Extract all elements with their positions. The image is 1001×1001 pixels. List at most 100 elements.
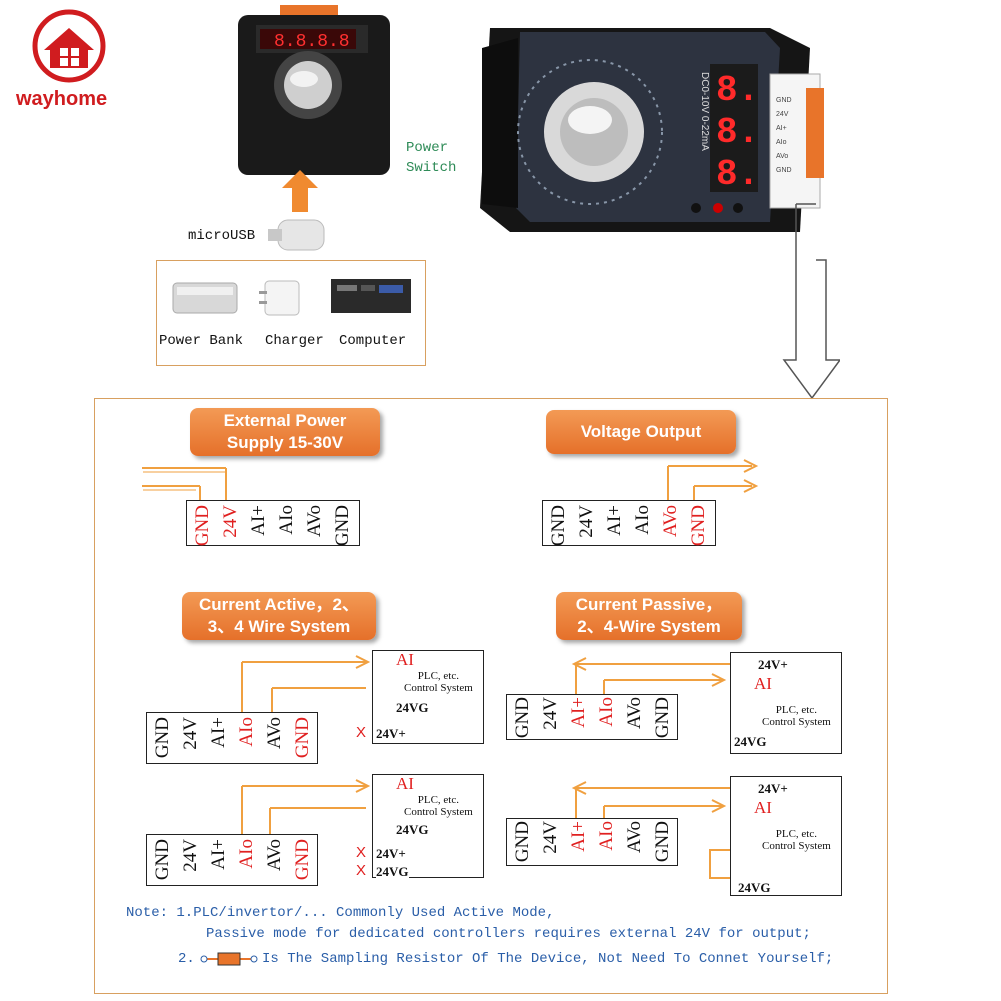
plc-text: PLC, etc. Control System	[404, 670, 473, 694]
x-mark: X	[356, 724, 367, 741]
plc-24vg-label: 24VG	[734, 734, 767, 749]
external-power-title: External Power Supply 15-30V	[190, 408, 380, 456]
svg-text:8.: 8.	[716, 112, 759, 153]
svg-text:AIo: AIo	[776, 139, 787, 146]
terminal-label: GND	[652, 821, 673, 863]
plc-24vg-label: 24VG	[738, 880, 771, 895]
svg-text:24V: 24V	[776, 111, 789, 118]
note-line-3: Is The Sampling Resistor Of The Device, …	[262, 951, 834, 967]
charger-icon	[259, 280, 300, 316]
source-power-bank: Power Bank	[159, 333, 244, 349]
terminal-label: 24V	[220, 505, 241, 538]
terminal-block-external-power: GND 24V AI+ AIo AVo GND	[186, 500, 360, 546]
note-line-2: Passive mode for dedicated controllers r…	[206, 926, 811, 942]
terminal-label: 24V	[180, 839, 201, 872]
svg-text:8.: 8.	[716, 70, 759, 111]
source-computer: Computer	[339, 333, 407, 349]
terminal-block-current-active-1: GND 24V AI+ AIo AVo GND	[146, 712, 318, 764]
microusb-connector-icon	[268, 210, 330, 265]
plc-ai-label: AI	[754, 798, 772, 817]
svg-text:8.: 8.	[716, 154, 759, 195]
svg-text:AVo: AVo	[776, 153, 788, 160]
sampling-resistor-icon	[200, 952, 258, 966]
terminal-label: GND	[512, 697, 533, 739]
voltage-output-title: Voltage Output	[546, 410, 736, 454]
brand-name: wayhome	[16, 88, 108, 110]
brand-logo: wayhome	[14, 8, 124, 113]
svg-text:DC0-10V 0-22mA: DC0-10V 0-22mA	[699, 72, 710, 151]
terminal-label: AIo	[596, 697, 617, 727]
down-connector-arrow	[782, 203, 840, 400]
terminal-label: 24V	[540, 697, 561, 730]
svg-text:GND: GND	[776, 167, 792, 174]
wiring-diagram-frame	[94, 398, 888, 994]
up-arrow-icon	[280, 168, 320, 219]
terminal-label: GND	[292, 839, 313, 881]
house-logo-icon	[32, 9, 106, 83]
plc-24v-plus-label: 24V+	[758, 781, 788, 796]
note-line-1: Note: 1.PLC/invertor/... Commonly Used A…	[126, 905, 555, 921]
terminal-label: AI+	[568, 697, 589, 728]
power-bank-icon	[172, 282, 238, 314]
main-device: 8. 8. 8. DC0-10V 0-22mA JS-VISG-M-S GND2…	[470, 8, 840, 238]
terminal-label: AVo	[660, 505, 681, 538]
terminal-label: AVo	[264, 717, 285, 750]
terminal-label: GND	[192, 505, 213, 547]
plc-box-passive-1	[730, 652, 842, 754]
current-passive-title: Current Passive， 2、4-Wire System	[556, 592, 742, 640]
terminal-label: AI+	[604, 505, 625, 536]
terminal-label: GND	[152, 717, 173, 759]
svg-text:8.8.8.8: 8.8.8.8	[274, 32, 350, 52]
terminal-block-current-passive-1: GND 24V AI+ AIo AVo GND	[506, 694, 678, 740]
x-mark: X	[356, 862, 367, 879]
plc-24v-plus-label: 24V+	[758, 657, 788, 672]
terminal-label: AVo	[304, 505, 325, 538]
svg-text:AI+: AI+	[776, 125, 787, 132]
terminal-label: GND	[652, 697, 673, 739]
computer-icon	[331, 279, 411, 313]
terminal-block-current-active-2: GND 24V AI+ AIo AVo GND	[146, 834, 318, 886]
source-charger: Charger	[265, 333, 324, 349]
plc-24v-plus-label: 24V+	[376, 846, 406, 862]
plc-text: PLC, etc. Control System	[762, 828, 831, 852]
plc-text: PLC, etc. Control System	[762, 704, 831, 728]
terminal-label: GND	[548, 505, 569, 547]
terminal-label: AIo	[632, 505, 653, 535]
plc-ai-label: AI	[754, 674, 772, 693]
note-line-3-prefix: 2.	[178, 951, 195, 967]
plc-24vg-label-2: 24VG	[376, 864, 409, 880]
plc-24vg-label: 24VG	[396, 822, 429, 837]
plc-24v-plus-label: 24V+	[376, 726, 406, 742]
terminal-label: AVo	[264, 839, 285, 872]
small-device: 8.8.8.8	[238, 5, 390, 175]
terminal-label: AIo	[596, 821, 617, 851]
terminal-label: AI+	[208, 717, 229, 748]
terminal-label: GND	[512, 821, 533, 863]
plc-24vg-label: 24VG	[396, 700, 429, 715]
terminal-label: 24V	[540, 821, 561, 854]
terminal-label: AI+	[208, 839, 229, 870]
terminal-label: AIo	[236, 839, 257, 869]
terminal-label: AIo	[276, 505, 297, 535]
terminal-label: AVo	[624, 697, 645, 730]
terminal-label: AI+	[568, 821, 589, 852]
terminal-label: GND	[152, 839, 173, 881]
power-switch-label: Power Switch	[406, 140, 457, 176]
plc-ai-label: AI	[396, 650, 414, 669]
terminal-label: AVo	[624, 821, 645, 854]
current-active-title: Current Active，2、 3、4 Wire System	[182, 592, 376, 640]
terminal-label: 24V	[180, 717, 201, 750]
svg-text:GND: GND	[776, 97, 792, 104]
power-sources-box: Power Bank Charger Computer	[156, 260, 426, 366]
terminal-label: GND	[332, 505, 353, 547]
terminal-block-current-passive-2: GND 24V AI+ AIo AVo GND	[506, 818, 678, 866]
terminal-label: AI+	[248, 505, 269, 536]
terminal-label: GND	[292, 717, 313, 759]
plc-ai-label: AI	[396, 774, 414, 793]
x-mark: X	[356, 844, 367, 861]
terminal-label: GND	[688, 505, 709, 547]
terminal-label: 24V	[576, 505, 597, 538]
microusb-label: microUSB	[188, 228, 256, 244]
terminal-label: AIo	[236, 717, 257, 747]
plc-box-passive-2	[730, 776, 842, 896]
